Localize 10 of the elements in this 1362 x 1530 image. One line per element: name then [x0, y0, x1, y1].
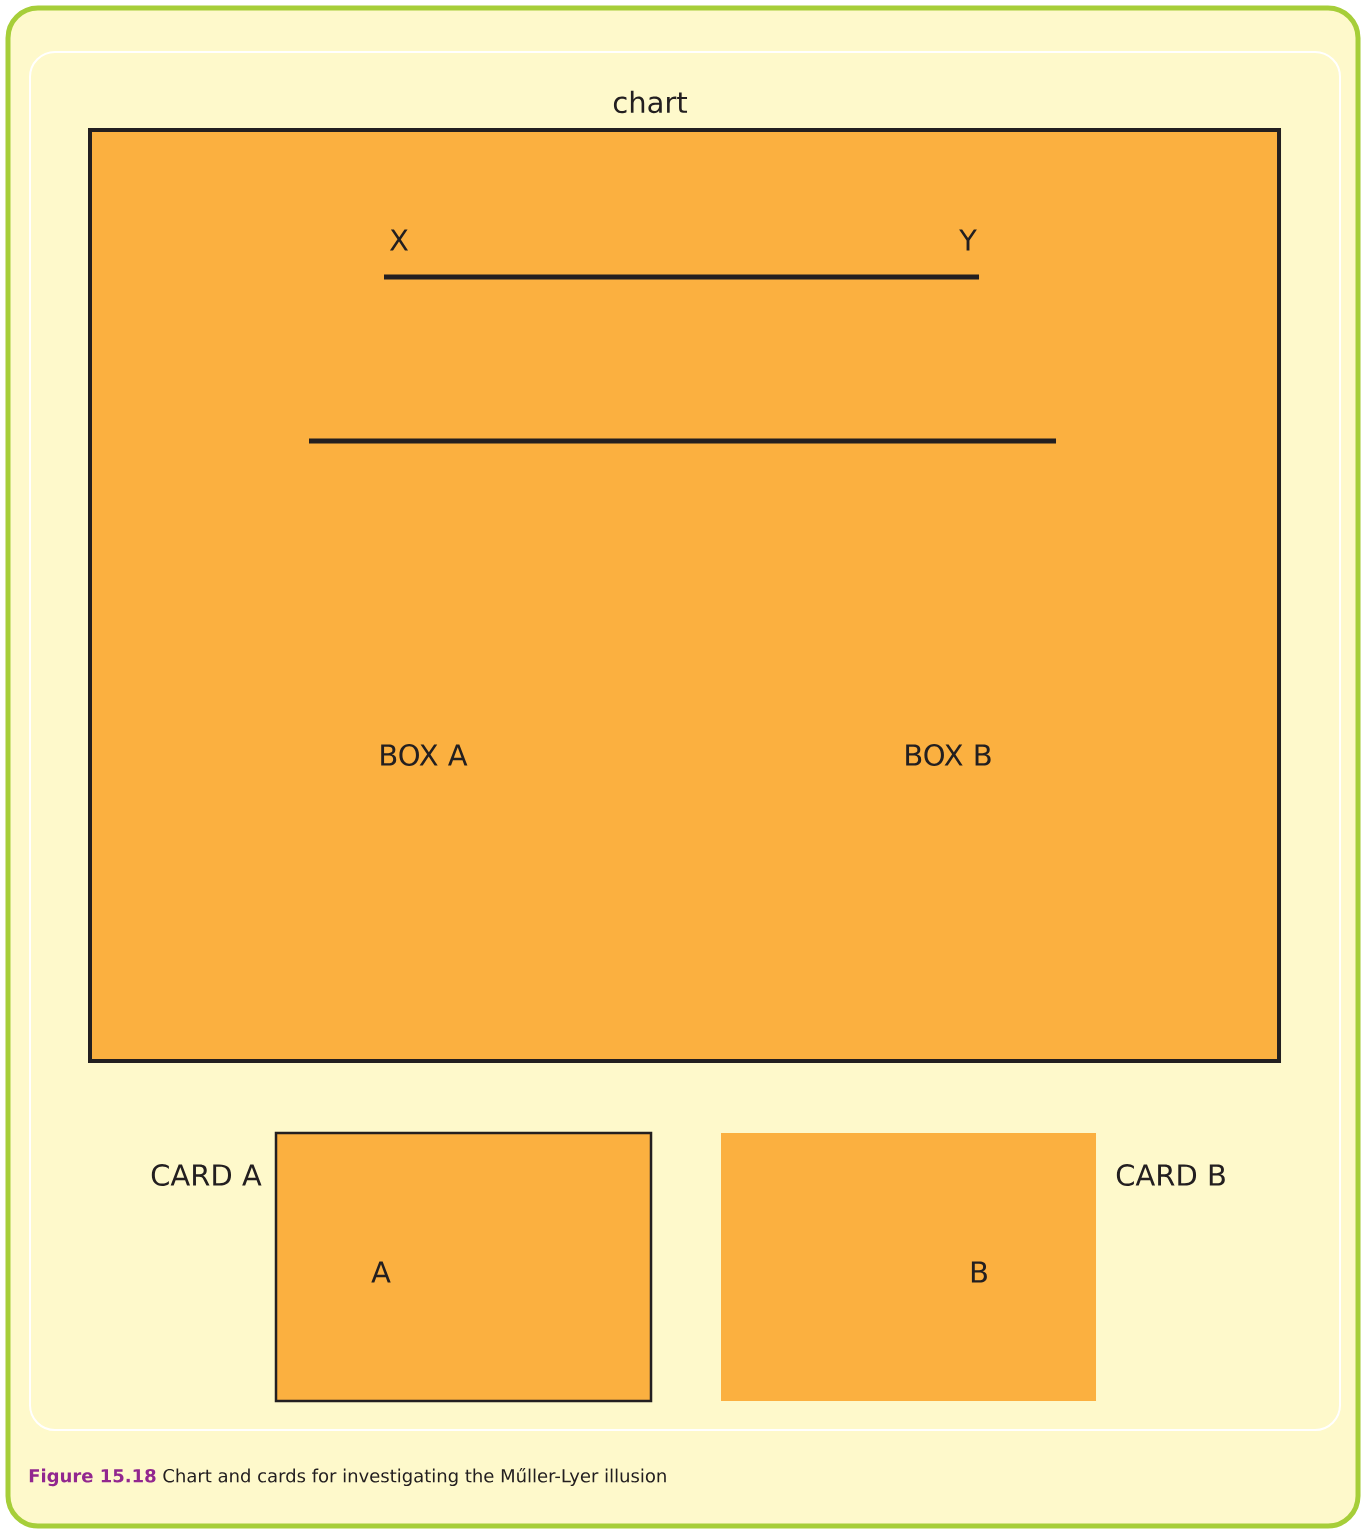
card: B: [721, 1133, 1096, 1401]
node-label: chart: [613, 90, 688, 114]
point-label: X: [389, 229, 409, 251]
card-label: CARD B: [1116, 1164, 1225, 1186]
card: A: [274, 1131, 653, 1403]
box-label: BOX B: [906, 744, 991, 766]
caption: Figure 15.18 Chart and cards for investigating the Műller-Lyer illusion: [29, 1467, 666, 1487]
point-label: Y: [959, 229, 977, 251]
box-label: BOX A: [381, 744, 468, 766]
card-label: CARD A: [151, 1164, 262, 1186]
